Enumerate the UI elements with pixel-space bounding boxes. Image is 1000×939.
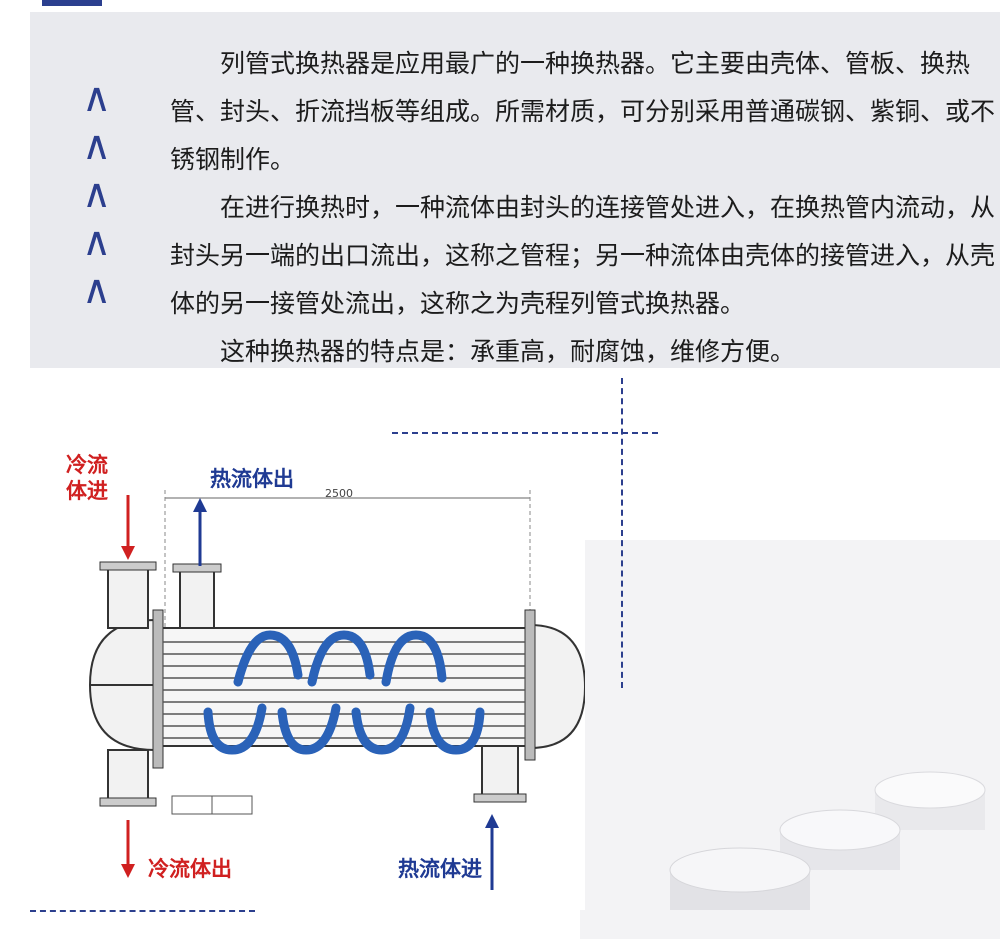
top-accent-bar — [42, 0, 102, 6]
dashed-guide — [392, 432, 658, 434]
dashed-guide — [621, 378, 623, 688]
dimension-label: 2500 — [325, 487, 353, 500]
label-cold-fluid-in: 冷流体进 — [66, 452, 108, 503]
chevron-column: ∧ ∧ ∧ ∧ ∧ — [82, 74, 122, 314]
heat-exchanger-diagram: 2500 — [60, 450, 585, 910]
chevron-up-icon: ∧ — [82, 171, 112, 217]
chevron-up-icon: ∧ — [82, 123, 112, 169]
background-decoration — [580, 540, 1000, 939]
label-hot-fluid-in: 热流体进 — [398, 856, 482, 881]
dashed-guide — [30, 910, 255, 912]
exchanger-drawing — [88, 490, 585, 890]
paragraph-structure: 列管式换热器是应用最广的一种换热器。它主要由壳体、管板、换热管、封头、折流挡板等… — [170, 49, 996, 174]
decor-cylinders — [669, 771, 986, 910]
text-panel: ∧ ∧ ∧ ∧ ∧ 列管式换热器是应用最广的一种换热器。它主要由壳体、管板、换热… — [30, 12, 1000, 368]
label-hot-fluid-out: 热流体出 — [210, 466, 294, 491]
paragraph-features: 这种换热器的特点是：承重高，耐腐蚀，维修方便。 — [220, 337, 796, 366]
chevron-up-icon: ∧ — [82, 75, 112, 121]
paragraph-process: 在进行换热时，一种流体由封头的连接管处进入，在换热管内流动，从封头另一端的出口流… — [170, 193, 996, 318]
label-cold-fluid-out: 冷流体出 — [148, 856, 232, 881]
chevron-up-icon: ∧ — [82, 219, 112, 265]
chevron-up-icon: ∧ — [82, 267, 112, 313]
